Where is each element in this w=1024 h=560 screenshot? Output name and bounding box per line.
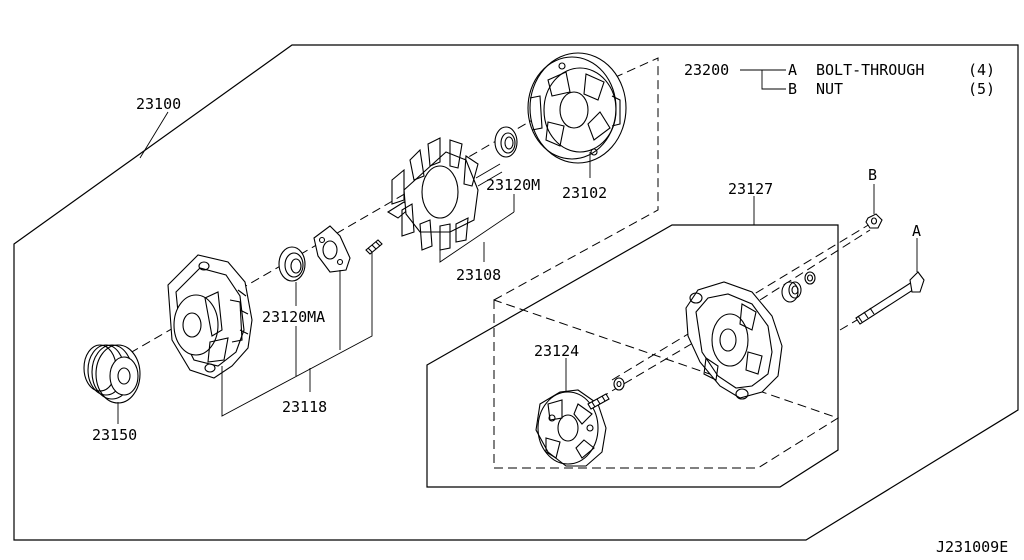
pulley-part xyxy=(83,344,141,404)
rear-cover-part xyxy=(527,52,627,164)
nut-b-part xyxy=(865,184,883,229)
legend-part-number: 23200 xyxy=(684,61,729,79)
callout-23124: 23124 xyxy=(534,342,579,360)
rear-housing-part xyxy=(685,281,783,400)
bearing-23120m-part xyxy=(494,126,518,158)
legend-item-letter: A xyxy=(788,61,797,79)
rotor-part xyxy=(386,137,503,251)
callout-23127: 23127 xyxy=(728,180,773,198)
leader-lines xyxy=(117,69,786,424)
stud-part xyxy=(587,377,625,410)
callout-23120m: 23120M xyxy=(486,176,540,194)
bearing-23120ma-part xyxy=(278,246,306,282)
marker-b: B xyxy=(868,166,877,184)
screw-part xyxy=(365,239,383,255)
legend-item-qty: (4) xyxy=(968,61,995,79)
bushing-part xyxy=(781,271,816,303)
through-bolt-part xyxy=(855,238,925,325)
drawing-code: J231009E xyxy=(936,538,1008,556)
legend-item-name: NUT xyxy=(816,80,843,98)
callout-23118: 23118 xyxy=(282,398,327,416)
legend-block: 23200 A BOLT-THROUGH (4) B NUT (5) xyxy=(684,61,995,98)
callout-23120ma: 23120MA xyxy=(262,308,325,326)
legend-item-name: BOLT-THROUGH xyxy=(816,61,924,79)
kit-frame-23127 xyxy=(426,224,839,488)
marker-a: A xyxy=(912,222,921,240)
retainer-plate-part xyxy=(313,225,351,273)
callout-23100: 23100 xyxy=(136,95,181,113)
callout-23108: 23108 xyxy=(456,266,501,284)
fan-plate-part xyxy=(535,389,607,467)
legend-item-qty: (5) xyxy=(968,80,995,98)
callout-23150: 23150 xyxy=(92,426,137,444)
callout-23102: 23102 xyxy=(562,184,607,202)
legend-item-letter: B xyxy=(788,80,797,98)
assembly-frame-23100 xyxy=(13,44,1019,541)
front-housing-part xyxy=(167,254,253,379)
